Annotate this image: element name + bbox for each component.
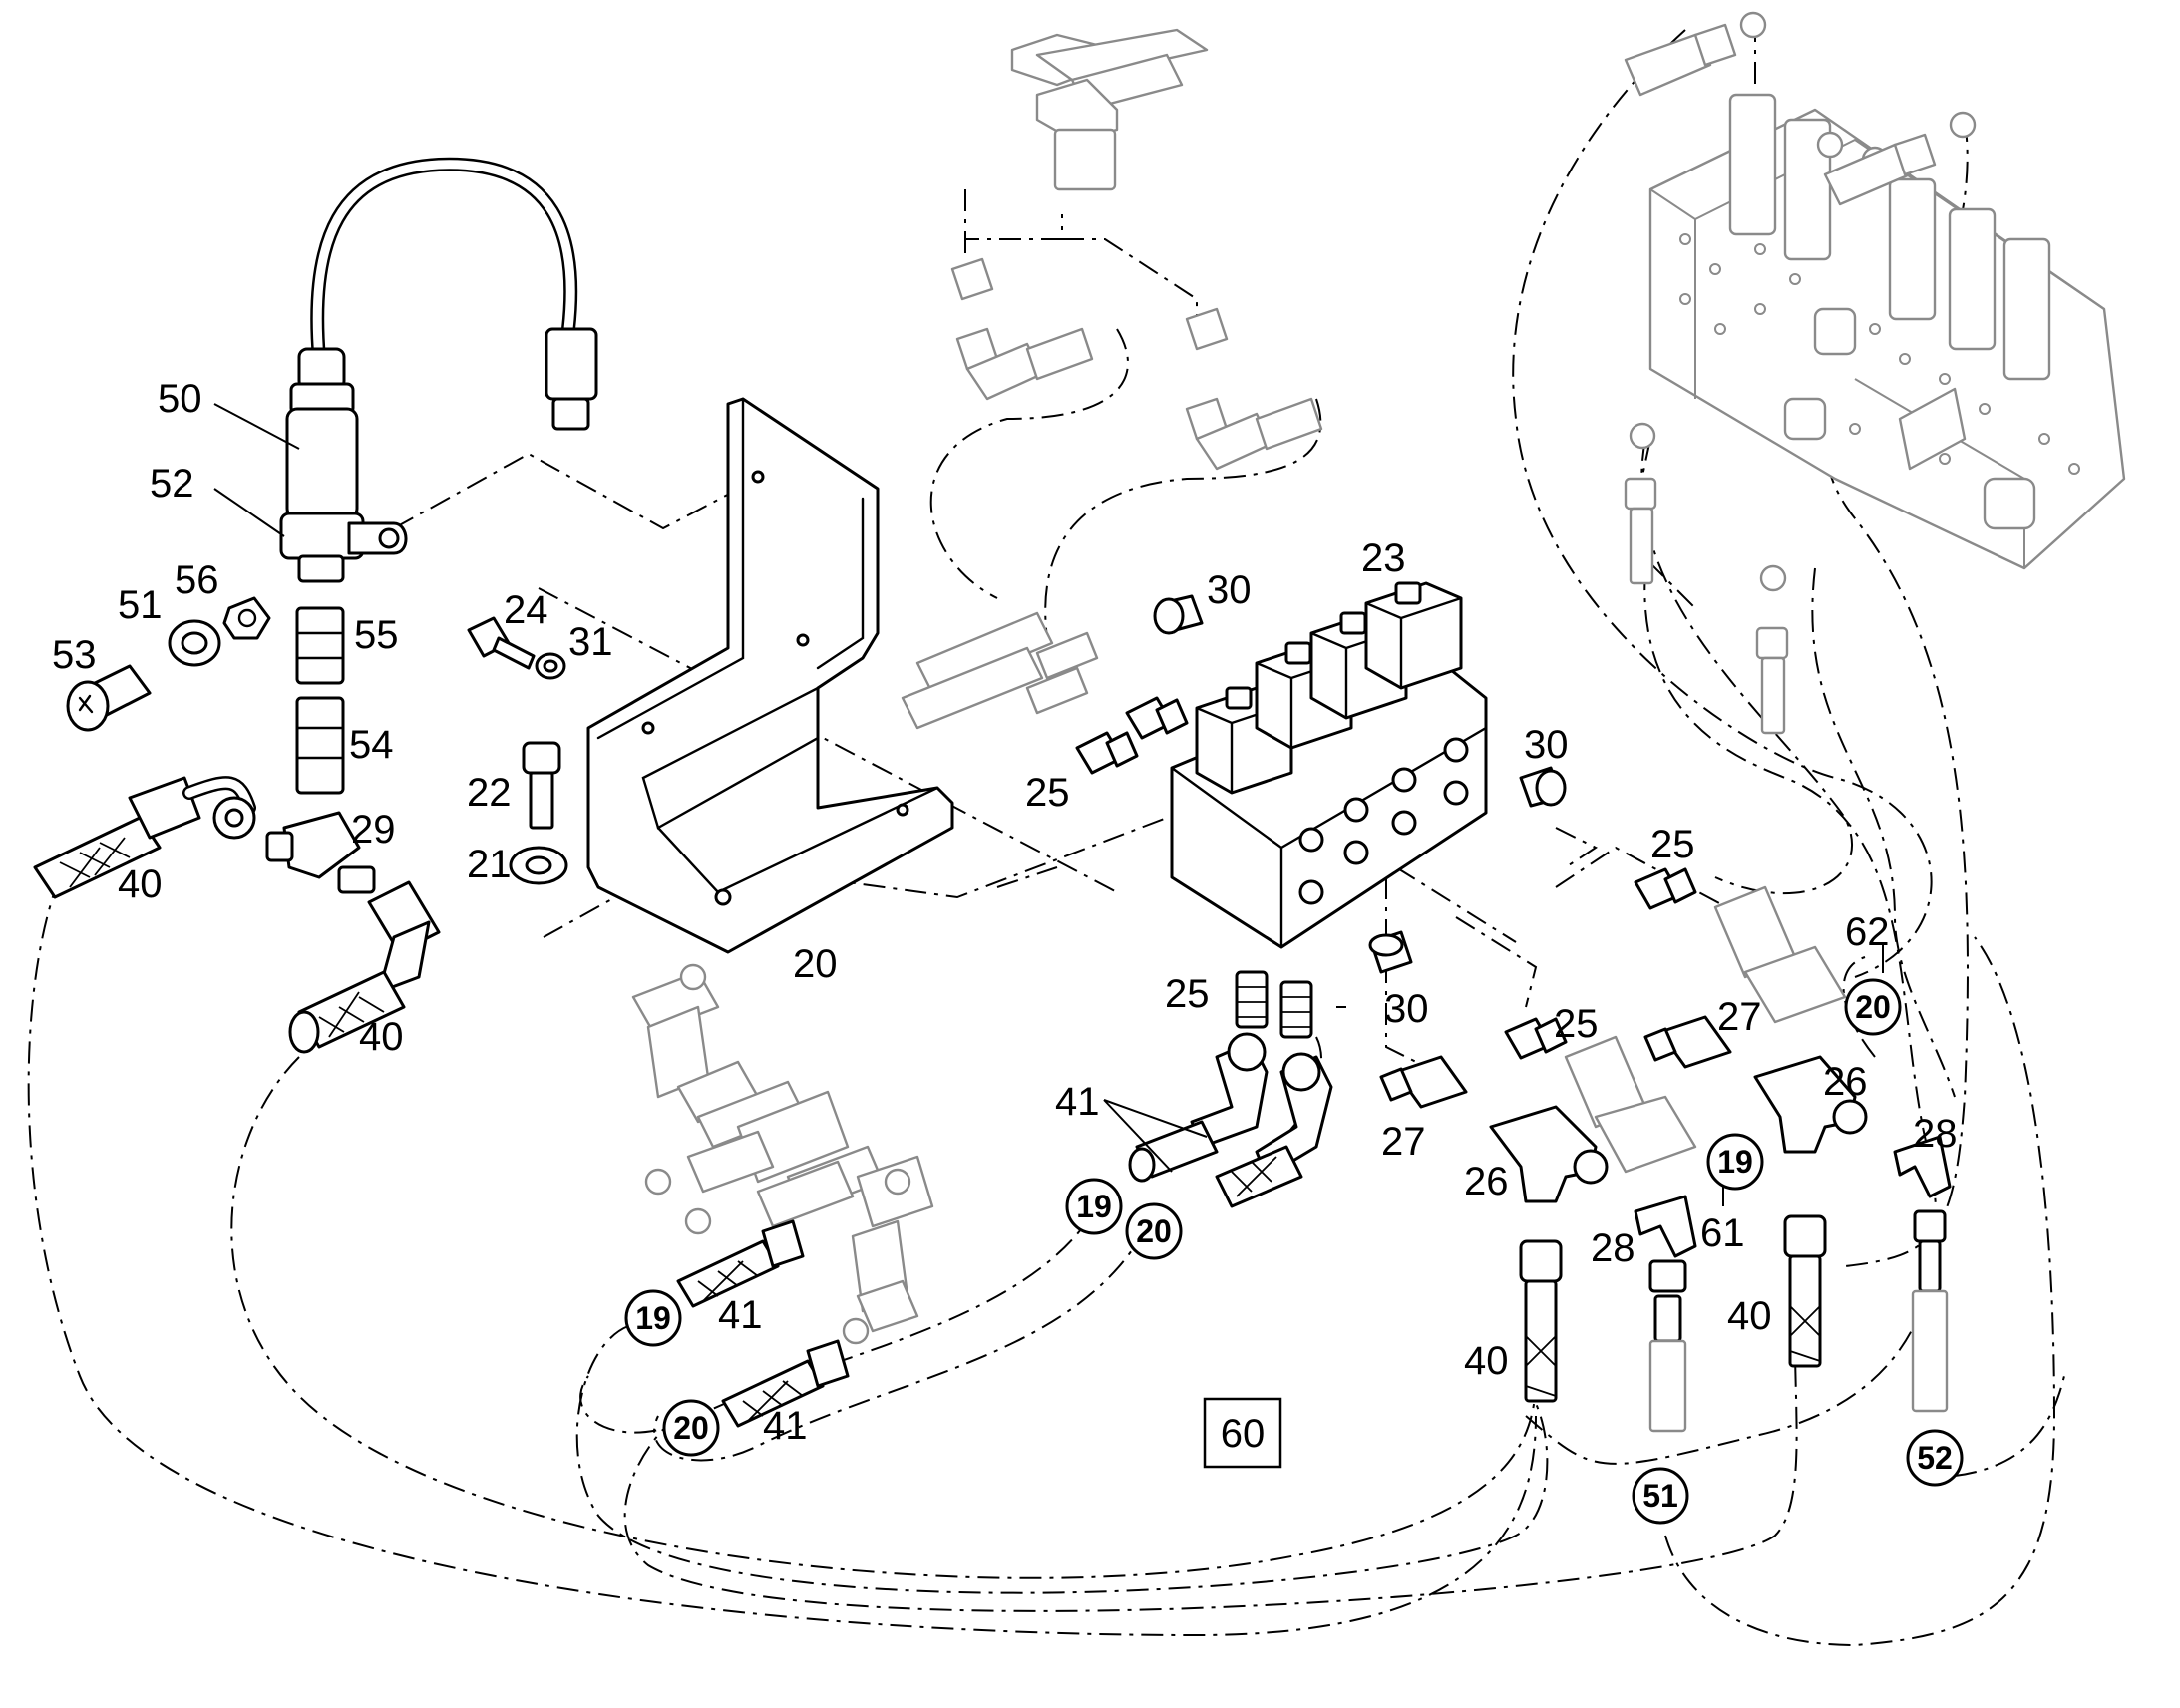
circled-references: 20 19 19 20 19 20 51 52 (624, 978, 1964, 1525)
callout-61: 61 (1700, 1211, 1745, 1255)
fittings-25 (1075, 696, 1697, 1060)
callout-50: 50 (158, 377, 202, 421)
mounting-bracket (586, 397, 954, 954)
svg-text:19: 19 (1076, 1189, 1112, 1224)
callout-31: 31 (568, 620, 613, 664)
pressure-sensor-assembly (279, 157, 598, 583)
circled-ref-52: 52 (1906, 1429, 1964, 1487)
circled-ref-20-lower-left: 20 (662, 1399, 720, 1457)
svg-text:20: 20 (1855, 989, 1891, 1025)
callout-26-right: 26 (1823, 1060, 1868, 1104)
svg-text:51: 51 (1642, 1478, 1678, 1514)
callout-28-left: 28 (1591, 1226, 1635, 1270)
callout-52: 52 (150, 462, 194, 506)
leader-lines (213, 403, 1884, 1206)
callout-40-right: 40 (1727, 1294, 1772, 1338)
callout-40-upper-left: 40 (118, 862, 163, 906)
circled-ref-20-center: 20 (1125, 1202, 1183, 1260)
callout-56: 56 (175, 558, 219, 602)
callout-22: 22 (467, 771, 512, 815)
callout-30-upper: 30 (1207, 568, 1252, 612)
bracket-hardware (467, 616, 568, 885)
fittings-27-26-28 (1379, 1015, 1952, 1258)
circled-ref-51: 51 (1632, 1467, 1689, 1525)
callout-53: 53 (52, 633, 97, 677)
svg-text:20: 20 (1136, 1213, 1172, 1249)
callout-55: 55 (354, 613, 399, 657)
hose-stacks-lower-right (1519, 1209, 1949, 1433)
callout-26-left: 26 (1464, 1160, 1509, 1203)
plugs-30 (1153, 594, 1567, 974)
callout-41-lower-lower: 41 (763, 1404, 808, 1448)
callout-27-left: 27 (1381, 1120, 1426, 1164)
hose-40-lower (288, 880, 441, 1054)
callout-40-lower-left: 40 (359, 1015, 404, 1059)
callout-54: 54 (349, 723, 394, 767)
callout-41-center: 41 (1055, 1080, 1100, 1124)
callout-25-left-of-block: 25 (1025, 771, 1070, 815)
callout-25-center: 25 (1554, 1002, 1599, 1046)
valve-block (1170, 581, 1488, 949)
circled-ref-19-center: 19 (1065, 1178, 1123, 1235)
callout-25-below-block: 25 (1165, 972, 1210, 1016)
callout-41-lower-upper: 41 (718, 1293, 763, 1337)
ghost-manifold-lower (631, 963, 934, 1345)
callout-62: 62 (1845, 910, 1890, 954)
ghost-switch-top (950, 28, 1323, 471)
valve-block-ports (1298, 737, 1469, 905)
callout-23: 23 (1361, 536, 1406, 580)
ghost-hose-right (1564, 885, 1847, 1174)
circled-ref-20-right: 20 (1844, 978, 1902, 1036)
circled-ref-19-right: 19 (1706, 1133, 1764, 1191)
hose-40-left (33, 776, 256, 899)
elbows-41 (1128, 1032, 1333, 1208)
callout-24: 24 (504, 588, 548, 632)
callout-20: 20 (793, 942, 838, 986)
ghost-valve-holes (1679, 233, 2080, 475)
callout-29: 29 (351, 808, 396, 852)
svg-text:52: 52 (1917, 1440, 1953, 1476)
callout-51: 51 (118, 583, 163, 627)
svg-text:19: 19 (1717, 1144, 1753, 1180)
callout-21: 21 (467, 843, 512, 886)
callout-numbers: 50 52 51 56 53 55 54 29 40 40 24 31 22 2… (52, 377, 1958, 1448)
small-hardware-left (66, 596, 271, 732)
callout-27-right: 27 (1717, 995, 1762, 1039)
callout-28-right: 28 (1913, 1112, 1958, 1156)
callout-40-center: 40 (1464, 1339, 1509, 1383)
svg-text:19: 19 (635, 1300, 671, 1336)
circled-ref-19-lower-left: 19 (624, 1289, 682, 1347)
ghost-hoses-center (901, 611, 1099, 730)
solenoid-coils (1195, 581, 1463, 795)
hoses-41-lower (676, 1219, 850, 1428)
callout-30-right: 30 (1524, 723, 1569, 767)
boxed-ref-60: 60 (1203, 1397, 1282, 1469)
svg-text:20: 20 (673, 1410, 709, 1446)
svg-text:60: 60 (1221, 1412, 1266, 1456)
callout-25-right: 25 (1650, 823, 1695, 866)
callout-30-lower: 30 (1384, 987, 1429, 1031)
ghost-control-valve (1624, 11, 2126, 735)
fitting-stack (265, 606, 376, 894)
